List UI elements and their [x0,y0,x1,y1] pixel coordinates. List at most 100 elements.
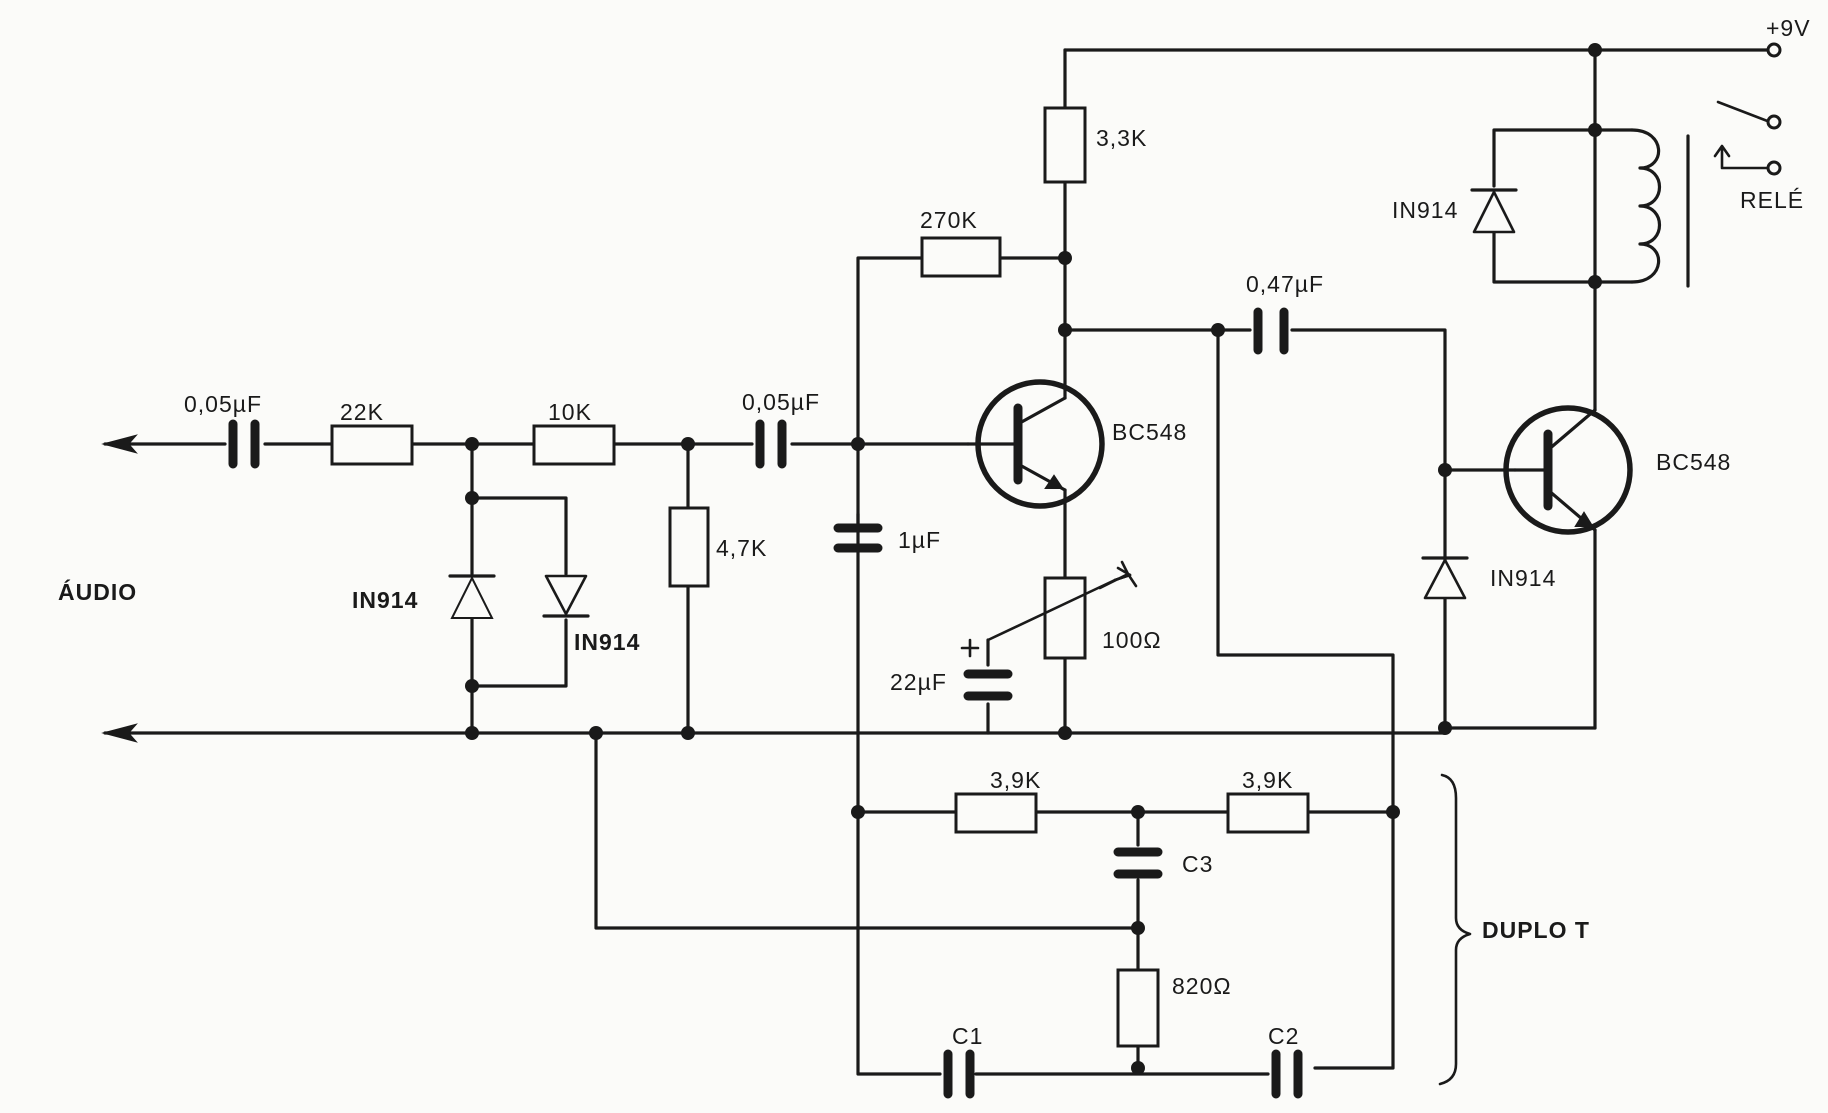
junction-dot [465,726,479,740]
relay [1630,100,1782,288]
label-c3: C3 [1182,851,1213,877]
wire-d2-bottom [470,618,568,688]
label-r-33k: 3,3K [1096,125,1147,151]
junctions [465,43,1602,1075]
duplo-t-brace [1438,773,1472,1086]
potentiometer-100 [1043,576,1087,660]
label-pot: 100Ω [1102,627,1162,653]
diode-relay [1472,190,1516,234]
label-d-base: IN914 [1490,565,1556,591]
label-c2: C2 [1268,1023,1299,1049]
junction-dot [681,437,695,451]
q1-collector [1016,396,1067,426]
junction-dot [851,805,865,819]
label-r-39k-a: 3,9K [990,767,1041,793]
label-q2: BC548 [1656,449,1731,475]
label-r-39k-b: 3,9K [1242,767,1293,793]
capacitor-c-in [228,419,260,469]
resistor-820 [1116,968,1160,1048]
label-input: ÁUDIO [58,578,137,605]
wire-relay-diode-top [1492,128,1597,188]
junction-dot [1386,805,1400,819]
relay-coil-icon [1630,128,1662,284]
diode-d1 [450,575,494,619]
transistor-q2 [1503,405,1633,535]
pot-wiper-tee [1098,560,1138,590]
label-r-820: 820Ω [1172,973,1232,999]
label-c-couple: 0,05µF [742,389,820,415]
junction-dot [1131,1061,1145,1075]
q2-collector [1546,408,1597,452]
transistors [966,379,1633,535]
junction-dot [465,437,479,451]
junction-dot [1588,43,1602,57]
wires [103,48,1770,1076]
junction-dot [851,437,865,451]
wire-twin-t-return [1216,328,1395,1070]
label-c-in: 0,05µF [184,391,262,417]
q2-emitter-arrow-icon [1574,511,1594,527]
wire-ground-to-820 [594,726,1140,930]
resistor-3k9-b [1226,792,1310,834]
wire-base-bus [856,256,942,1076]
label-group: DUPLO T [1482,917,1590,943]
label-r-22k: 22K [340,399,384,425]
junction-dot [589,726,603,740]
junction-dot [1438,463,1452,477]
junction-dot [1058,251,1072,265]
capacitor-c3 [1113,847,1163,879]
label-d2: IN914 [574,629,640,655]
input-arrow-icon [101,434,138,454]
resistor-10k [532,424,616,466]
label-supply: +9V [1766,15,1811,41]
labels: +9V RELÉ ÁUDIO DUPLO T 0,05µF 22K 10K IN… [58,15,1811,1049]
pot-wiper [986,578,1117,642]
capacitor-couple [755,419,787,469]
resistor-3k9-a [954,792,1038,834]
label-r-47k: 4,7K [716,535,767,561]
junction-dot [681,726,695,740]
resistor-270k [920,236,1002,278]
relay-switch-blade [1716,100,1772,124]
junction-dot [1131,805,1145,819]
label-d-relay: IN914 [1392,197,1458,223]
resistor-22k [330,424,414,466]
label-r-270k: 270K [920,207,978,233]
label-c-047: 0,47µF [1246,271,1324,297]
wire-relay-diode-bottom [1492,230,1597,284]
relay-contact-nc [1766,160,1782,176]
junction-dot [1588,275,1602,289]
diode-d2 [544,574,588,616]
capacitor-047 [1253,307,1289,355]
junction-dot [465,491,479,505]
label-r-10k: 10K [548,399,592,425]
wire-d2-top [470,496,568,576]
junction-dot [1058,726,1072,740]
label-c1: C1 [952,1023,983,1049]
capacitor-1uf [833,523,883,553]
plus-sign-icon [960,638,980,658]
resistors [330,106,1310,1048]
capacitors [228,307,1303,1099]
label-c-1uf: 1µF [898,527,941,553]
junction-dot [1211,323,1225,337]
junction-dot [1131,921,1145,935]
supply-terminal [1766,42,1782,58]
terminals [101,42,1782,743]
junction-dot [465,679,479,693]
label-q1: BC548 [1112,419,1187,445]
capacitor-c2 [1271,1049,1303,1099]
ground-arrow-icon [101,723,138,743]
label-relay: RELÉ [1740,187,1804,213]
junction-dot [1058,323,1072,337]
relay-contact-no [1766,114,1782,130]
junction-dot [1438,721,1452,735]
resistor-3k3 [1043,106,1087,184]
resistor-4k7 [668,506,710,588]
q1-emitter-arrow-icon [1044,474,1064,489]
diodes [448,188,1518,619]
label-c-22uf: 22µF [890,669,947,695]
junction-dot [1588,123,1602,137]
